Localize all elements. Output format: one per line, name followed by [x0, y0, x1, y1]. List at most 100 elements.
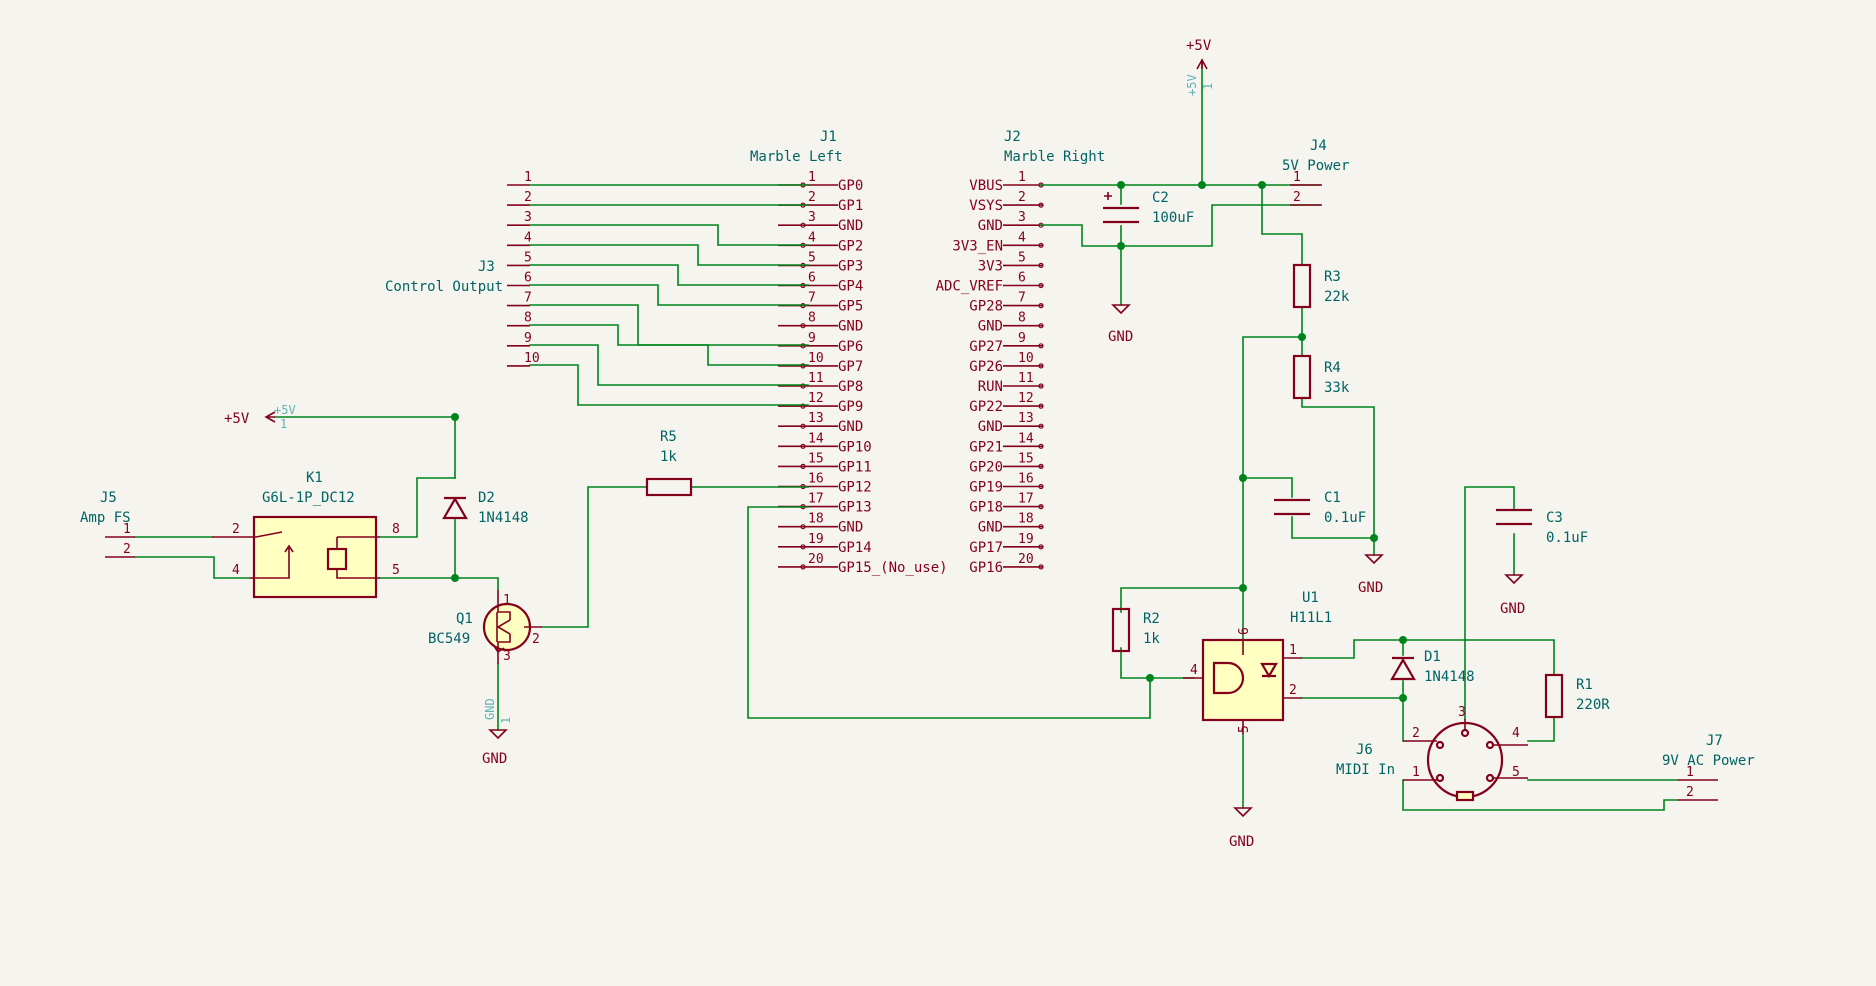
power-flag-5v-left: +5V +5V 1 [224, 403, 296, 431]
junction-dot [1117, 242, 1125, 250]
r4-value: 33k [1324, 380, 1350, 396]
u1-pin-number: 2 [1289, 683, 1297, 698]
wire-r1-midi4 [1527, 716, 1555, 742]
din-pin-2 [1435, 740, 1445, 750]
j2-pin-label: GP28 [969, 299, 1003, 315]
j6-ref: J6 [1356, 742, 1373, 758]
k1-coil-leads [336, 536, 380, 579]
junction-dot [1198, 181, 1206, 189]
gnd-label: GND [1229, 834, 1254, 850]
wire-gnd-net [1039, 204, 1321, 247]
k1-pin-2 [212, 531, 283, 538]
wire-gp13-u1 [747, 506, 1195, 719]
r3-value: 22k [1324, 289, 1350, 305]
j1-pin-label: GP0 [838, 178, 863, 194]
r5-value: 1k [660, 449, 677, 465]
c1-ref: C1 [1324, 490, 1341, 506]
c1-value: 0.1uF [1324, 510, 1366, 526]
led-icon [1260, 662, 1278, 679]
j2-pin-label: GND [978, 218, 1003, 234]
j2-value: Marble Right [1004, 149, 1105, 165]
j2-pin-label: 3V3 [978, 258, 1003, 274]
resistor-icon [645, 477, 693, 497]
power-flag-5v-top: +5V +5V 1 [1185, 38, 1215, 96]
j1-pin-end [800, 463, 806, 469]
j1-pin-number: 14 [808, 431, 824, 446]
wire-div-u1 [1242, 336, 1303, 656]
j2-ref: J2 [1004, 129, 1021, 145]
j2-pin-number: 4 [1018, 230, 1026, 245]
j7-pin-number: 2 [1686, 785, 1694, 800]
junction-dot [1117, 181, 1125, 189]
j1-pin-number: 18 [808, 512, 824, 527]
j1-pin-label: GP7 [838, 359, 863, 375]
polarized-cap-icon [1103, 206, 1139, 224]
wire-j5-2 [134, 556, 251, 579]
wire-midi1-j7 [1402, 779, 1679, 811]
j2-pin-label: RUN [978, 379, 1003, 395]
wire-r2-b [1120, 647, 1151, 679]
c2-ref: C2 [1152, 190, 1169, 206]
j4-pin-number: 1 [1293, 170, 1301, 185]
c3-ref: C3 [1546, 510, 1563, 526]
capacitor-icon [1274, 498, 1310, 516]
j3-value: Control Output [385, 279, 503, 295]
junction-dot [451, 574, 459, 582]
d2-value: 1N4148 [478, 510, 529, 526]
ground-icon [1364, 554, 1384, 565]
junction-dot [1370, 534, 1378, 542]
j2-pin-number: 20 [1018, 552, 1034, 567]
j2-pin-label: ADC_VREF [936, 279, 1003, 295]
j1-pin-end [800, 222, 806, 228]
j1-pin-label: GP15_(No_use) [838, 560, 948, 576]
j2-pin-end [1038, 483, 1044, 490]
power-5v-label: +5V [224, 411, 250, 427]
wire-5v-d2 [274, 416, 456, 479]
j1-pin-label: GP2 [838, 238, 863, 254]
generated-content: 1GP02GP13GND4GP25GP36GP47GP58GND9GP610GP… [507, 170, 1044, 576]
j2-pin-number: 19 [1018, 532, 1034, 547]
j2-pin-end [1038, 544, 1044, 550]
relay-body [252, 515, 378, 599]
junction-dot [1239, 474, 1247, 482]
gnd-symbol-q1: GND 1 GND [482, 698, 513, 767]
j1-pin-number: 8 [808, 311, 816, 326]
ground-icon [1504, 574, 1524, 585]
j1-pin-number: 10 [808, 351, 824, 366]
j1-pin-number: 13 [808, 411, 824, 426]
j2-pin-number: 14 [1018, 431, 1034, 446]
j2-pin-number: 6 [1018, 271, 1026, 286]
j1-pin-end [800, 383, 806, 389]
j1-pin-label: GP1 [838, 198, 863, 214]
j2-pin-end [1038, 423, 1044, 429]
gnd-symbol-u1: GND [1229, 807, 1254, 850]
resistor-r1: R1 220R [1544, 673, 1610, 719]
transistor-emitter-arrow [493, 645, 505, 653]
j5-value: Amp FS [80, 510, 131, 526]
k1-value: G6L-1P_DC12 [262, 490, 355, 506]
j1-pin-end [800, 403, 806, 409]
j5-ref: J5 [100, 490, 117, 506]
j1-ref: J1 [820, 129, 837, 145]
j3-pin-number: 4 [524, 230, 532, 245]
resistor-icon [1292, 354, 1312, 400]
j2-pin-end [1038, 242, 1044, 248]
gnd-symbol-r4: GND [1358, 554, 1384, 596]
j1-pin-number: 7 [808, 291, 816, 306]
j6-pin-number: 1 [1412, 765, 1420, 780]
junction-dot [1399, 636, 1407, 644]
j2-pin-label: 3V3_EN [952, 238, 1003, 254]
j1-pin-number: 12 [808, 391, 824, 406]
j2-pin-end [1038, 504, 1044, 510]
j2-pin-number: 13 [1018, 411, 1034, 426]
j1-pin-number: 11 [808, 371, 824, 386]
j1-pin-number: 5 [808, 250, 816, 265]
j6-pin-number: 2 [1412, 726, 1420, 741]
ghost-net-label: +5V [274, 403, 296, 417]
j5-pin-number: 1 [123, 522, 131, 537]
u1-pin-number: 1 [1289, 643, 1297, 658]
resistor-icon [1111, 607, 1131, 653]
din-pin-5 [1485, 773, 1495, 783]
r1-value: 220R [1576, 697, 1610, 713]
resistor-r2: R2 1k [1111, 607, 1160, 653]
